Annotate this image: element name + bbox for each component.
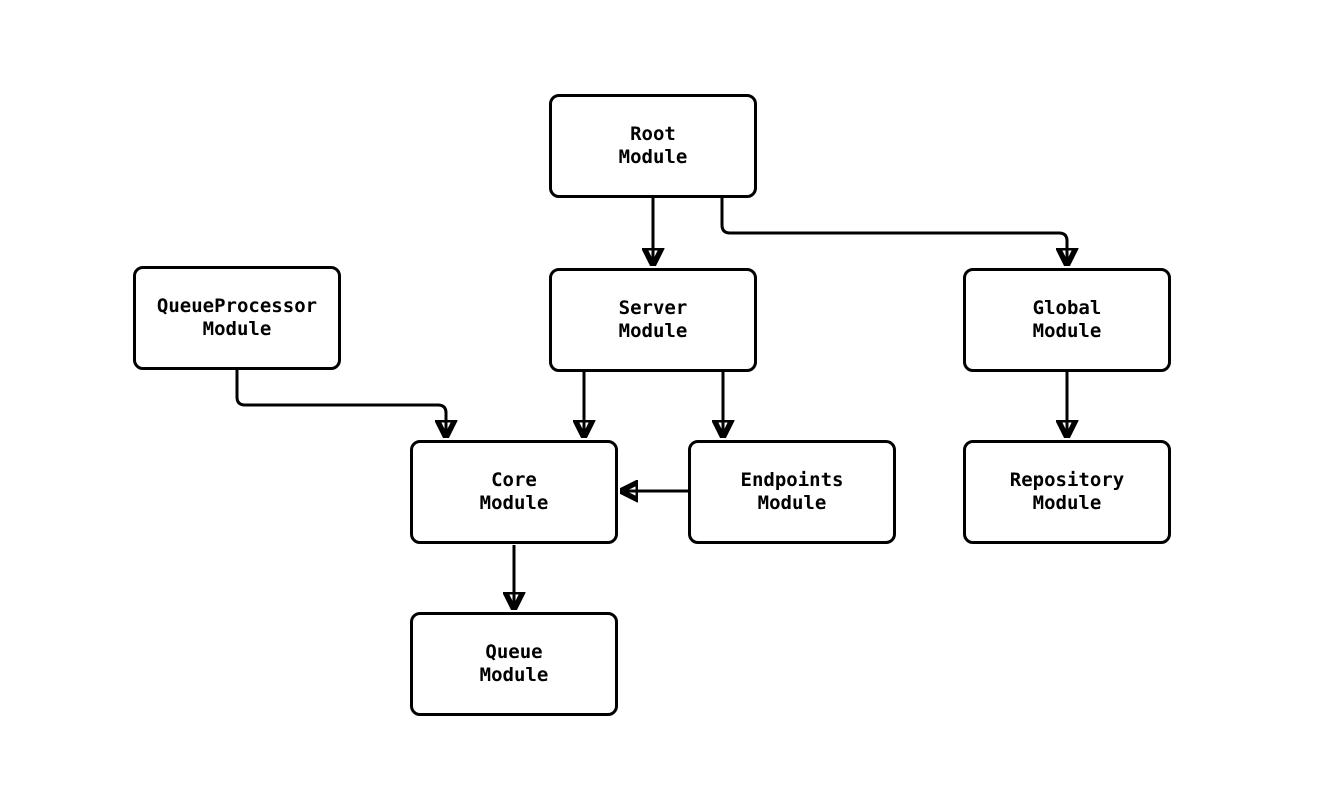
- node-label: Module: [202, 318, 272, 340]
- edge-root-global: [720, 198, 1067, 264]
- node-label: Core: [491, 469, 537, 491]
- node-label: Global: [1032, 297, 1102, 319]
- node-label: Server: [618, 297, 688, 319]
- node-repository-module: Repository Module: [963, 440, 1171, 544]
- node-label: Module: [479, 664, 549, 686]
- node-label: Endpoints: [740, 469, 844, 491]
- node-label: Module: [618, 146, 688, 168]
- node-root-module: Root Module: [549, 94, 757, 198]
- node-label: Module: [1032, 492, 1102, 514]
- node-label: QueueProcessor: [156, 295, 318, 317]
- node-label: Root: [630, 123, 676, 145]
- node-label: Module: [618, 320, 688, 342]
- node-label: Module: [757, 492, 827, 514]
- node-queue-module: Queue Module: [410, 612, 618, 716]
- node-core-module: Core Module: [410, 440, 618, 544]
- node-label: Module: [1032, 320, 1102, 342]
- edge-queueprocessor-core: [235, 370, 446, 436]
- node-global-module: Global Module: [963, 268, 1171, 372]
- node-label: Queue: [485, 641, 543, 663]
- node-queueprocessor-module: QueueProcessor Module: [133, 266, 341, 370]
- node-label: Repository: [1009, 469, 1125, 491]
- node-server-module: Server Module: [549, 268, 757, 372]
- node-endpoints-module: Endpoints Module: [688, 440, 896, 544]
- node-label: Module: [479, 492, 549, 514]
